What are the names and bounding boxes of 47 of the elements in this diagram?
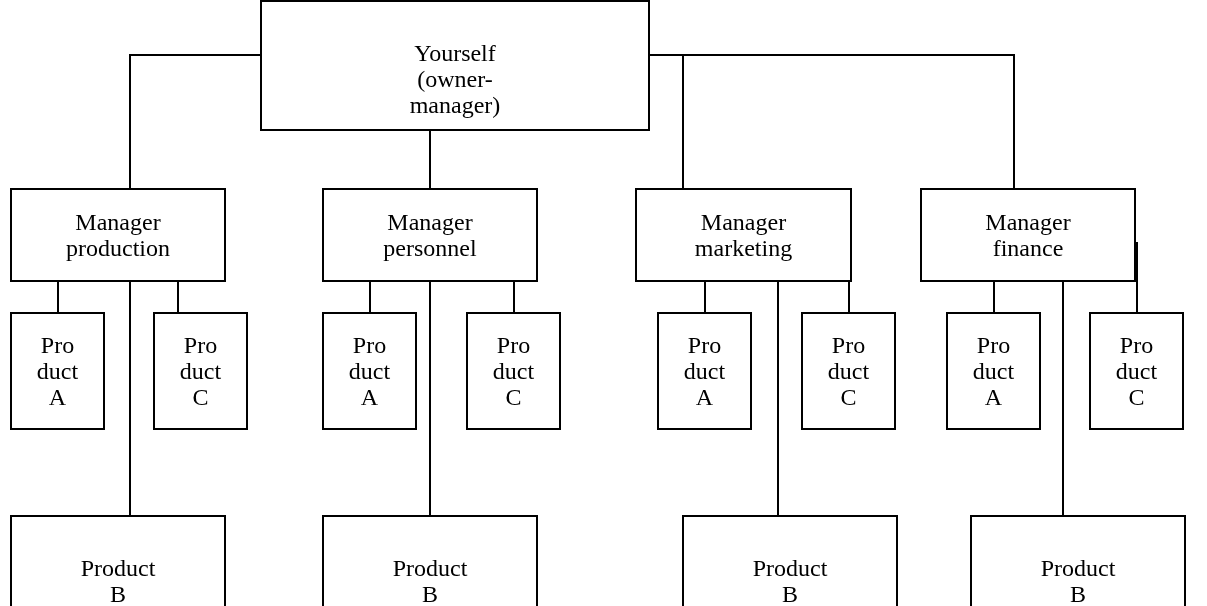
- box-label: Product B: [1040, 555, 1116, 606]
- connector-line: [369, 281, 371, 313]
- connector-line: [129, 281, 131, 516]
- connector-line: [129, 54, 261, 189]
- org-box: [153, 312, 248, 430]
- box-label: Pro duct C: [179, 332, 222, 410]
- connector-line: [429, 130, 431, 189]
- connector-line: [777, 281, 779, 516]
- org-box: [1089, 312, 1184, 430]
- org-box: [10, 515, 226, 606]
- org-box: [682, 515, 898, 606]
- owner-box: [260, 0, 650, 131]
- connector-line: [848, 281, 850, 313]
- box-label: Pro duct A: [36, 332, 79, 410]
- box-label: Pro duct C: [1115, 332, 1158, 410]
- org-box: [801, 312, 896, 430]
- connector-line: [993, 281, 995, 313]
- connector-line: [177, 281, 179, 313]
- box-label: Pro duct A: [972, 332, 1015, 410]
- box-label: Product B: [392, 555, 468, 606]
- box-label: Pro duct A: [683, 332, 726, 410]
- box-label: Manager personnel: [383, 209, 477, 261]
- box-label: Pro duct C: [492, 332, 535, 410]
- connector-line: [513, 281, 515, 313]
- org-box: [946, 312, 1041, 430]
- org-box: [322, 515, 538, 606]
- box-label: Product B: [80, 555, 156, 606]
- box-label: Yourself (owner-manager): [409, 40, 501, 118]
- connector-line: [1062, 281, 1064, 516]
- box-label: Pro duct A: [348, 332, 391, 410]
- connector-line: [429, 281, 431, 516]
- box-label: Pro duct C: [827, 332, 870, 410]
- box-label: Manager production: [66, 209, 170, 261]
- box-label: Product B: [752, 555, 828, 606]
- org-box: [322, 188, 538, 282]
- org-box: [657, 312, 752, 430]
- org-box: [970, 515, 1186, 606]
- org-box: [635, 188, 852, 282]
- org-box: [322, 312, 417, 430]
- org-box: [10, 188, 226, 282]
- org-box: [10, 312, 105, 430]
- box-label: Manager marketing: [694, 209, 793, 261]
- org-box: [466, 312, 561, 430]
- box-label: Manager finance: [985, 209, 1071, 261]
- org-box: [920, 188, 1136, 282]
- connector-line: [704, 281, 706, 313]
- connector-line: [57, 281, 59, 313]
